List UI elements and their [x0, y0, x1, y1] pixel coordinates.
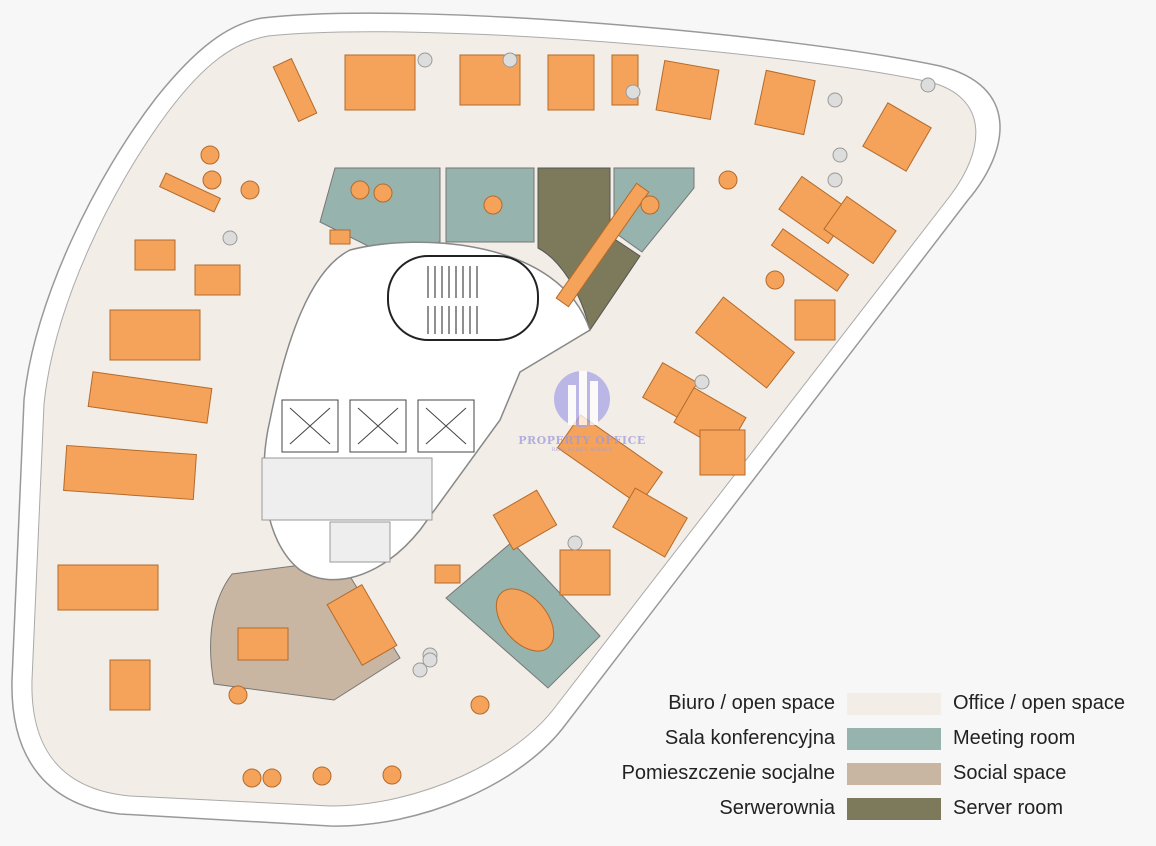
- restrooms: [261, 457, 433, 563]
- desk-cluster: [87, 371, 213, 424]
- chair-round-table: [200, 145, 220, 165]
- elevator-cross-icon: [425, 407, 467, 445]
- desk-cluster: [326, 584, 398, 666]
- plant-pot: [694, 374, 710, 390]
- chair-round-table: [350, 180, 370, 200]
- legend-label-en: Meeting room: [953, 727, 1076, 749]
- desk-cluster: [699, 429, 746, 476]
- desk-cluster: [612, 487, 688, 558]
- desk-cluster: [434, 564, 461, 584]
- plant-pot: [417, 52, 433, 68]
- desk-cluster: [272, 57, 318, 123]
- plant-pot: [920, 77, 936, 93]
- chair-round-table: [228, 685, 248, 705]
- watermark-name: PROPERTY OFFICE: [518, 434, 646, 447]
- chair-round-table: [240, 180, 260, 200]
- legend-item-server: Serwerownia Server room: [585, 791, 1155, 826]
- desk-cluster: [57, 564, 159, 611]
- legend-label-en: Office / open space: [953, 692, 1125, 714]
- plant-pot: [832, 147, 848, 163]
- dining-table: [237, 627, 289, 661]
- chair-round-table: [640, 195, 660, 215]
- chair-round-table: [718, 170, 738, 190]
- legend-swatch: [847, 762, 941, 785]
- plant-pot: [502, 52, 518, 68]
- desk-cluster: [194, 264, 241, 296]
- legend-item-social: Pomieszczenie socjalne Social space: [585, 756, 1155, 791]
- desk-cluster: [555, 182, 650, 308]
- plant-pot: [567, 535, 583, 551]
- chair-round-table: [483, 195, 503, 215]
- plant-pot: [827, 172, 843, 188]
- legend-swatch: [847, 692, 941, 715]
- legend-label-pl: Pomieszczenie socjalne: [621, 762, 835, 784]
- chair-round-table: [470, 695, 490, 715]
- plant-pot: [412, 662, 428, 678]
- plant-pot: [827, 92, 843, 108]
- chair-round-table: [382, 765, 402, 785]
- plant-pot: [422, 652, 438, 668]
- chair-round-table: [765, 270, 785, 290]
- plant-pot: [222, 230, 238, 246]
- desk-cluster: [862, 102, 932, 172]
- plant-pot: [625, 84, 641, 100]
- legend-label-pl: Biuro / open space: [668, 692, 835, 714]
- elevator-cross-icon: [289, 407, 331, 445]
- desk-cluster: [158, 172, 222, 213]
- desk-cluster: [794, 299, 836, 341]
- legend-swatch: [847, 797, 941, 820]
- legend-item-office: Biuro / open space Office / open space: [585, 686, 1155, 721]
- desk-cluster: [492, 489, 558, 551]
- chair-round-table: [373, 183, 393, 203]
- legend-swatch: [847, 727, 941, 750]
- chair-round-table: [202, 170, 222, 190]
- legend: Biuro / open space Office / open space S…: [585, 686, 1155, 826]
- chair-round-table: [312, 766, 332, 786]
- legend-label-en: Social space: [953, 762, 1067, 784]
- desk-cluster: [559, 549, 611, 596]
- legend-label-pl: Serwerownia: [719, 797, 835, 819]
- desk-cluster: [547, 54, 595, 111]
- legend-item-meeting: Sala konferencyjna Meeting room: [585, 721, 1155, 756]
- desk-cluster: [329, 229, 351, 245]
- chair-round-table: [242, 768, 262, 788]
- watermark-tagline: REAL ESTATE AGENCY: [551, 447, 613, 453]
- building-logo-icon: [554, 371, 610, 427]
- desk-cluster: [63, 444, 197, 501]
- desk-cluster: [134, 239, 176, 271]
- conference-table: [495, 588, 555, 652]
- desk-cluster: [754, 69, 816, 136]
- desk-cluster: [823, 195, 897, 265]
- desk-cluster: [770, 228, 850, 292]
- desk-cluster: [694, 296, 796, 389]
- desk-cluster: [655, 60, 720, 120]
- legend-label-en: Server room: [953, 797, 1064, 819]
- watermark-logo: PROPERTY OFFICE REAL ESTATE AGENCY: [512, 365, 652, 453]
- staircase: [387, 255, 539, 341]
- legend-label-pl: Sala konferencyjna: [664, 727, 835, 749]
- desk-cluster: [109, 659, 151, 711]
- desk-cluster: [556, 414, 664, 506]
- chair-round-table: [262, 768, 282, 788]
- desk-cluster: [344, 54, 416, 111]
- elevator-cross-icon: [357, 407, 399, 445]
- desk-cluster: [109, 309, 201, 361]
